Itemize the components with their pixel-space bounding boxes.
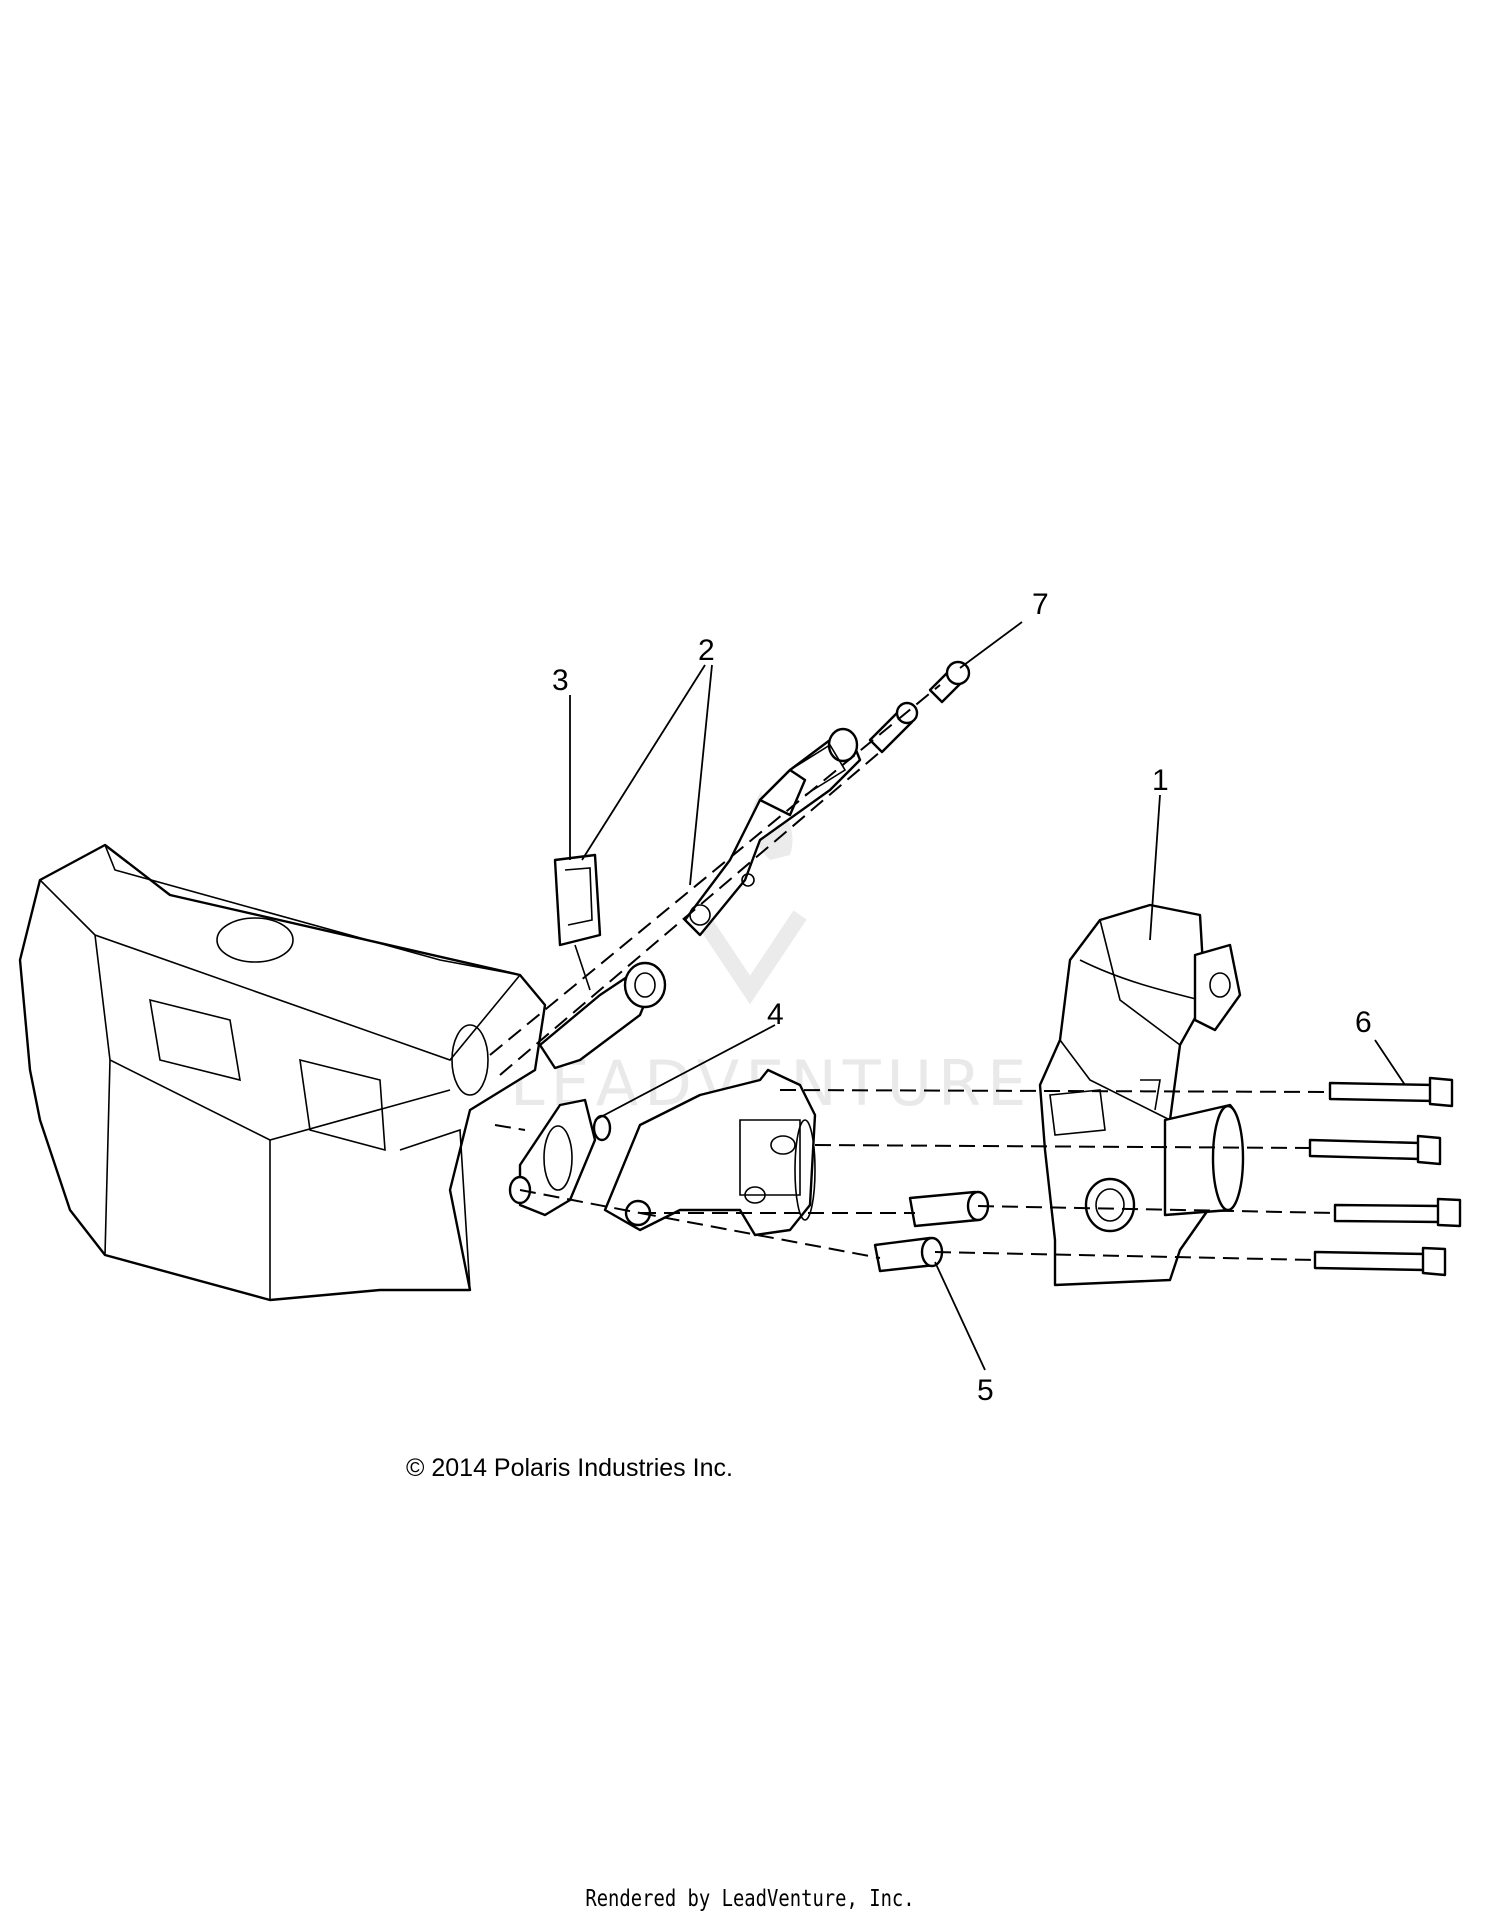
- fuel-rail: [683, 727, 862, 937]
- cylinder-head: [18, 843, 547, 1302]
- bolt-long-1: [1328, 1076, 1454, 1108]
- callout-4: 4: [767, 998, 784, 1031]
- rendered-by-footer: Rendered by LeadVenture, Inc.: [585, 1886, 915, 1912]
- callout-6: 6: [1355, 1006, 1372, 1039]
- assembly-lines: [489, 684, 1336, 1261]
- watermark-chevron-icon: [693, 910, 807, 1005]
- callout-2: 2: [698, 634, 715, 667]
- screw-2: [928, 660, 971, 704]
- callout-7: 7: [1032, 588, 1049, 621]
- bolt-long-4: [1313, 1246, 1447, 1277]
- callout-5: 5: [977, 1374, 994, 1407]
- bolt-short-lower: [873, 1236, 944, 1273]
- copyright-notice: © 2014 Polaris Industries Inc.: [406, 1454, 733, 1482]
- bolt-long-2: [1308, 1134, 1442, 1166]
- intake-adapter: [603, 1068, 817, 1237]
- fuel-injector: [538, 853, 667, 1070]
- throttle-body: [1038, 903, 1245, 1287]
- bolt-long-3: [1333, 1197, 1462, 1228]
- screw-1: [868, 701, 919, 754]
- leader-lines: [569, 621, 1406, 1371]
- intake-gasket: [508, 1098, 597, 1217]
- bolt-short-upper: [908, 1190, 990, 1228]
- callout-3: 3: [552, 664, 569, 697]
- callout-1: 1: [1152, 764, 1169, 797]
